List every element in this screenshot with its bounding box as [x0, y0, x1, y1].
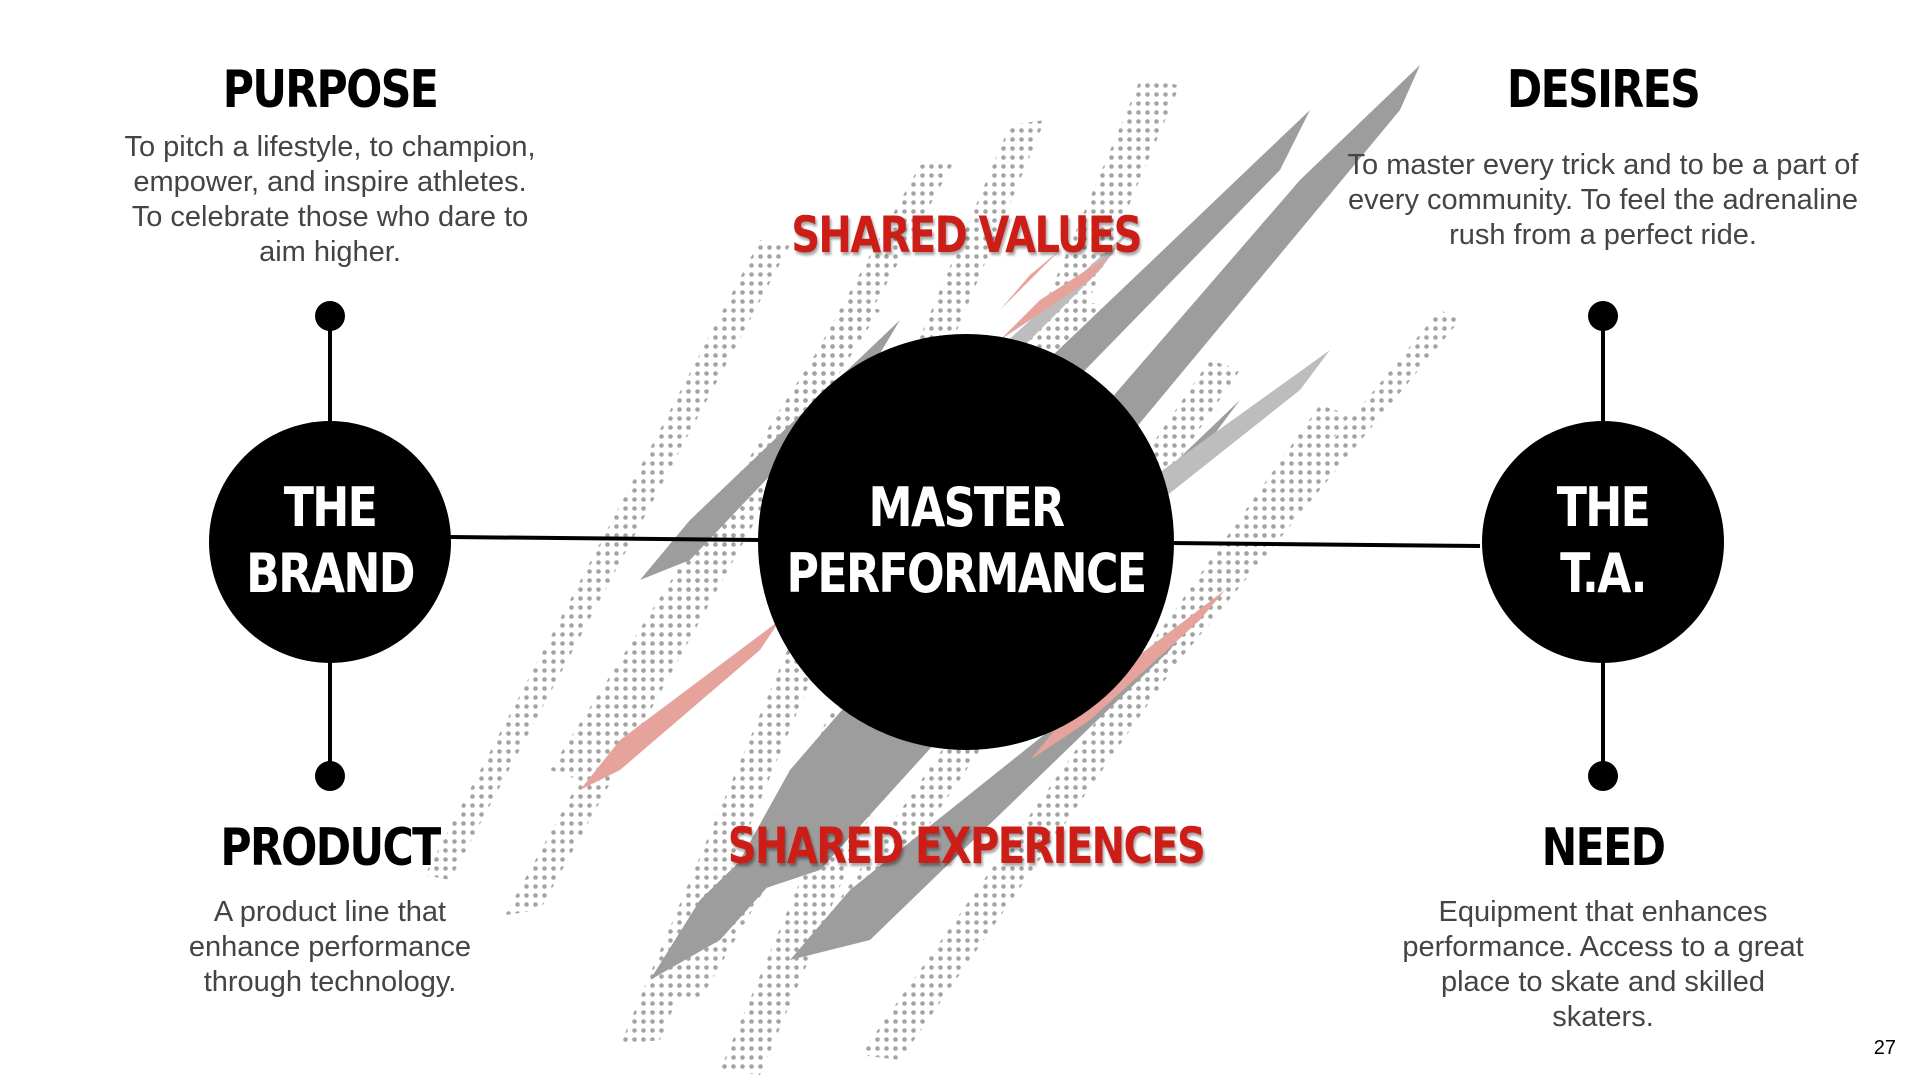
shared-values-label: SHARED VALUES: [791, 206, 1142, 264]
center-label-line1: MASTER: [868, 476, 1066, 539]
desires-heading: DESIRES: [1506, 60, 1701, 120]
need-text: Equipment that enhances performance. Acc…: [1402, 896, 1804, 1033]
purpose-heading: PURPOSE: [222, 60, 439, 120]
ta-circle-label: THE T.A.: [1496, 475, 1709, 607]
ta-label-line1: THE: [1556, 476, 1651, 539]
brand-top-dot: [315, 301, 345, 331]
shared-experiences-label: SHARED EXPERIENCES: [727, 817, 1206, 875]
center-label-line2: PERFORMANCE: [786, 542, 1148, 605]
brand-circle: [209, 421, 451, 663]
ta-top-dot: [1588, 301, 1618, 331]
desires-text: To master every trick and to be a part o…: [1347, 149, 1859, 251]
brand-bottom-dot: [315, 761, 345, 791]
page-number: 27: [1873, 1037, 1896, 1059]
center-circle-label: MASTER PERFORMANCE: [786, 475, 1148, 607]
ta-circle: [1482, 421, 1724, 663]
center-circle: [758, 334, 1174, 750]
purpose-text: To pitch a lifestyle, to champion, empow…: [124, 131, 536, 268]
brand-label-line2: BRAND: [246, 542, 415, 605]
brand-to-center-line: [449, 535, 761, 542]
brand-label-line1: THE: [283, 476, 378, 539]
ta-label-line2: T.A.: [1560, 542, 1647, 605]
center-to-ta-line: [1169, 541, 1481, 548]
brand-circle-label: THE BRAND: [223, 475, 436, 607]
need-heading: NEED: [1541, 818, 1666, 878]
ta-bottom-dot: [1588, 761, 1618, 791]
product-text: A product line that enhance performance …: [188, 896, 472, 998]
product-heading: PRODUCT: [220, 818, 441, 878]
